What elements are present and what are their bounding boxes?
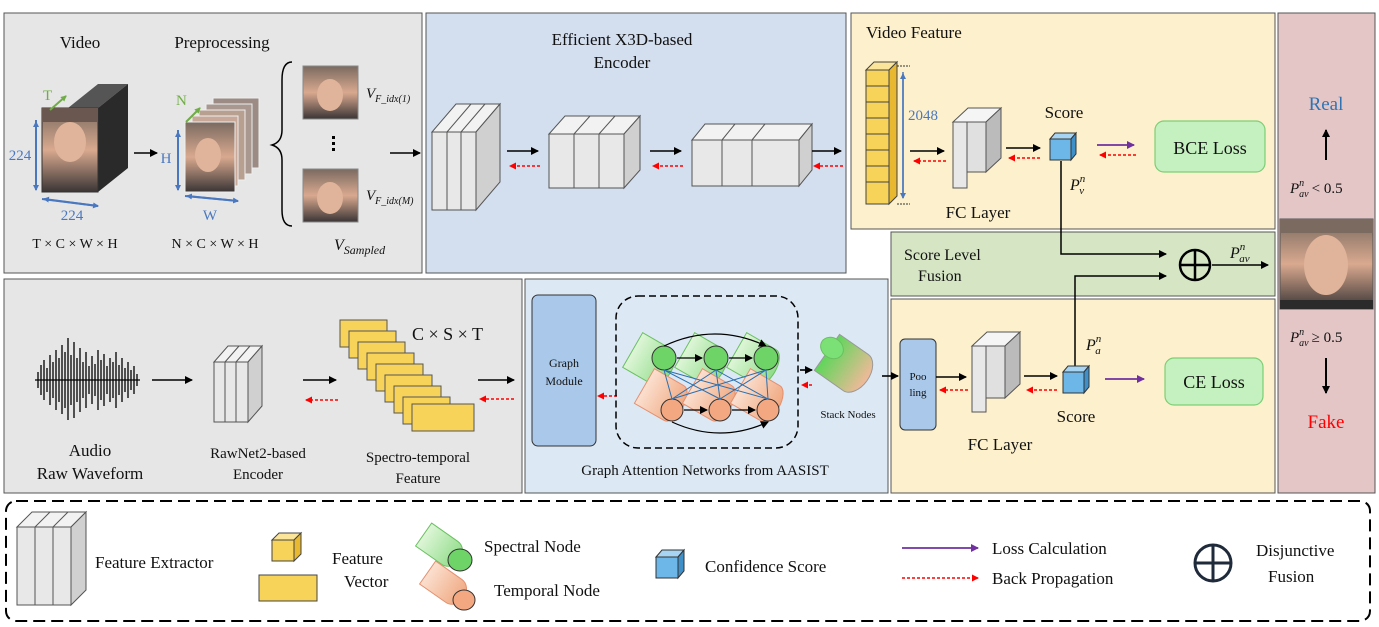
audio-confidence-score-cube	[1061, 364, 1091, 395]
shape-video: T × C × W × H	[32, 237, 117, 252]
video-fc-layer	[951, 106, 1003, 189]
spectro-label-1: Spectro-temporal	[366, 450, 470, 466]
dim-w: W	[203, 208, 218, 224]
legend-disjunctive-2: Fusion	[1268, 567, 1315, 586]
video-feature-vector	[864, 60, 899, 206]
x3d-title-2: Encoder	[594, 53, 651, 72]
video-score-label: Score	[1045, 103, 1084, 122]
video-confidence-score-cube	[1048, 131, 1078, 162]
legend-feature-extractor-icon	[15, 510, 88, 607]
fusion-label-2: Fusion	[918, 268, 962, 285]
feature-dim-2048: 2048	[908, 108, 938, 124]
graph-ring-arrows	[663, 333, 769, 434]
legend-temporal-node: Temporal Node	[494, 581, 600, 600]
graph-module-box	[531, 294, 597, 447]
dim-h: H	[161, 151, 172, 167]
gat-dashed-box	[615, 295, 799, 449]
video-feature-title: Video Feature	[866, 23, 962, 42]
x3d-block-2	[547, 114, 642, 190]
feature-shape: C × S × T	[412, 324, 483, 344]
legend-confidence-score: Confidence Score	[705, 557, 826, 576]
dim-224-v: 224	[9, 148, 32, 164]
graph-module-label-1: Graph	[549, 356, 579, 370]
x3d-block-3	[690, 122, 814, 188]
audio-waveform	[35, 338, 140, 420]
rawnet2-label-1: RawNet2-based	[210, 446, 306, 462]
legend-feature-extractor: Feature Extractor	[95, 553, 214, 572]
audio-fc-label: FC Layer	[968, 435, 1033, 454]
ce-loss-label: CE Loss	[1183, 372, 1245, 392]
legend-disjunctive-1: Disjunctive	[1256, 541, 1334, 560]
spectro-temporal-feature-stack	[339, 319, 475, 432]
rawnet2-encoder-block	[212, 344, 264, 424]
preprocessing-label: Preprocessing	[174, 33, 270, 52]
shape-preprocessed: N × C × W × H	[172, 237, 259, 252]
fusion-label-1: Score Level	[904, 247, 981, 264]
legend-disjunctive-fusion-icon	[1193, 543, 1233, 583]
pooling-box	[899, 338, 937, 431]
stack-nodes-cylinder	[813, 333, 874, 393]
v-bottom: VF_idx(M)	[366, 188, 414, 207]
video-frames-cube	[41, 84, 128, 193]
legend-temporal-node-icon	[418, 560, 476, 611]
rawnet2-label-2: Encoder	[233, 467, 283, 483]
disjunctive-fusion-symbol	[1178, 248, 1212, 282]
dim-t: T	[43, 88, 52, 104]
stack-nodes-label: Stack Nodes	[820, 409, 875, 421]
graph-module-label-2: Module	[545, 374, 582, 388]
legend-spectral-node-icon	[414, 522, 473, 572]
audio-label-2: Raw Waveform	[37, 464, 143, 483]
fusion-panel	[890, 231, 1276, 297]
dim-224-h: 224	[61, 208, 84, 224]
audio-score-label: Score	[1057, 407, 1096, 426]
legend-loss-calculation: Loss Calculation	[992, 539, 1107, 558]
output-face-image	[1279, 218, 1374, 310]
sampling-brace	[269, 61, 293, 227]
sampled-frame-m	[302, 168, 359, 223]
legend-spectral-node: Spectral Node	[484, 537, 581, 556]
legend-feature-vector-1: Feature	[332, 549, 383, 568]
legend-box	[5, 500, 1371, 622]
ellipsis-dots	[332, 136, 335, 151]
video-label: Video	[60, 33, 101, 52]
dim-n: N	[176, 93, 187, 109]
bce-loss-box	[1154, 120, 1266, 173]
graph-edges	[663, 369, 769, 400]
gat-caption: Graph Attention Networks from AASIST	[581, 463, 828, 479]
fake-label: Fake	[1308, 412, 1345, 433]
x3d-block-1	[430, 102, 502, 212]
pooling-label-1: Poo	[909, 371, 927, 383]
sampled-frame-1	[302, 65, 359, 120]
bce-loss-label: BCE Loss	[1173, 138, 1247, 158]
legend-feature-vector-icon	[258, 531, 318, 602]
x3d-title-1: Efficient X3D-based	[552, 30, 693, 49]
spectro-label-2: Feature	[396, 471, 441, 487]
legend-feature-vector-2: Vector	[344, 572, 389, 591]
legend-back-propagation: Back Propagation	[992, 569, 1114, 588]
v-top: VF_idx(1)	[366, 86, 411, 105]
legend-confidence-score-icon	[654, 548, 686, 580]
preprocessed-frames-stack	[184, 97, 260, 193]
video-fc-label: FC Layer	[946, 203, 1011, 222]
v-sampled: VSampled	[334, 237, 386, 257]
temporal-nodes	[633, 367, 784, 422]
pooling-label-2: ling	[909, 387, 927, 399]
ce-loss-box	[1164, 357, 1264, 406]
audio-fc-layer	[970, 330, 1022, 413]
audio-label-1: Audio	[69, 441, 112, 460]
real-label: Real	[1309, 94, 1344, 115]
